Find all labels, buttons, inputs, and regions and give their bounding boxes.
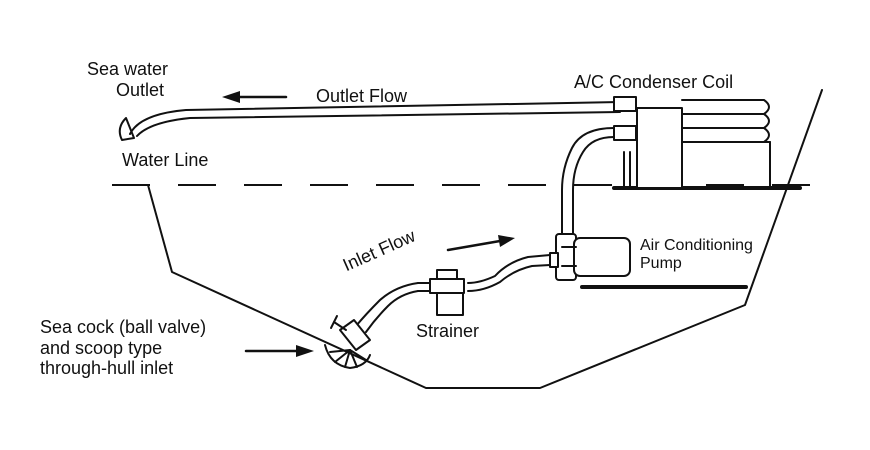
sea-cock-line1: Sea cock (ball valve) bbox=[40, 317, 207, 337]
pump-label-line2: Pump bbox=[640, 255, 682, 273]
condenser-coil bbox=[613, 96, 771, 189]
sea-water-outlet-fitting bbox=[118, 117, 135, 141]
strainer-to-seacock-hose bbox=[355, 282, 419, 333]
sea-cock-valve bbox=[330, 315, 371, 351]
outlet-flow-label: Outlet Flow bbox=[316, 86, 408, 106]
inlet-flow-arrow bbox=[446, 235, 515, 252]
strainer bbox=[417, 269, 465, 316]
outlet-flow-arrow bbox=[222, 91, 288, 103]
water-line-label: Water Line bbox=[122, 150, 209, 170]
pump-label-line1: Air Conditioning bbox=[640, 237, 753, 254]
sea-cock-line2: and scoop type bbox=[40, 337, 163, 358]
pump-to-strainer-hose bbox=[467, 254, 551, 292]
sea-water-outlet-line2: Outlet bbox=[115, 79, 164, 100]
strainer-label: Strainer bbox=[416, 321, 480, 341]
air-conditioning-pump bbox=[549, 233, 631, 281]
outlet-pipe bbox=[129, 101, 621, 137]
air-conditioning-pump-label: Air Conditioning Pump bbox=[640, 237, 753, 274]
hull-outline bbox=[147, 89, 823, 389]
condenser-coil-label: A/C Condenser Coil bbox=[574, 72, 734, 92]
sea-cock-line3: through-hull inlet bbox=[40, 358, 174, 379]
sea-water-outlet-label: Sea water Outlet bbox=[64, 59, 168, 100]
sea-water-outlet-line1: Sea water bbox=[86, 59, 168, 79]
sea-cock-label: Sea cock (ball valve) and scoop type thr… bbox=[40, 317, 206, 379]
seacock-pointer-arrow bbox=[244, 345, 314, 357]
scoop-through-hull-inlet bbox=[324, 344, 371, 369]
condenser-to-pump-hose bbox=[561, 127, 615, 237]
